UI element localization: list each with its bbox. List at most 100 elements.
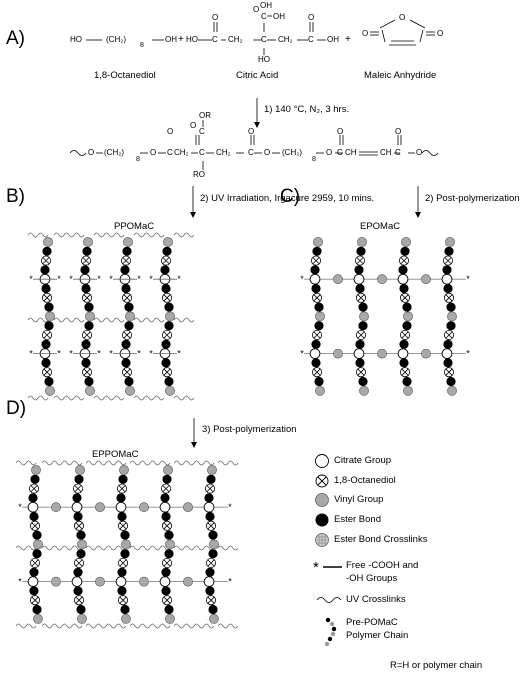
free-group-star: *: [109, 349, 113, 359]
legend-ester-label: Ester Bond: [334, 514, 381, 525]
ester-bond-bead: [120, 265, 130, 275]
section-c-label: C): [280, 186, 301, 207]
vinyl-group-bead: [165, 539, 175, 550]
ester-bond-bead: [358, 376, 368, 387]
section-a-label: A): [6, 28, 25, 49]
chain-or: OR: [199, 111, 211, 120]
free-group-star: *: [18, 577, 22, 587]
ester-bond-bead: [161, 567, 171, 577]
citric-ho: HO: [186, 35, 198, 44]
free-group-star: *: [466, 274, 470, 284]
ester-bond-bead: [117, 511, 127, 522]
legend-citrate-label: Citrate Group: [334, 455, 392, 466]
ester-bond-bead: [120, 549, 130, 559]
octanediol-cross: [123, 368, 131, 376]
legend-ester-crosslinks-label: Ester Bond Crosslinks: [334, 534, 428, 545]
octanediol-cross: [445, 294, 453, 302]
ester-bond-bead: [443, 339, 453, 349]
plus-2: +: [345, 34, 351, 45]
uv-crosslink-wave: [15, 623, 37, 629]
legend-ester-swatch: [315, 513, 329, 527]
reaction-scheme: [69, 15, 439, 448]
ester-bond-bead: [355, 358, 365, 368]
octanediol-cross: [31, 559, 39, 567]
octanediol-cross: [43, 294, 51, 302]
free-group-star: *: [97, 274, 101, 284]
ester-bond-bead: [402, 302, 412, 312]
ester-bond-bead: [32, 549, 42, 559]
octanediol-cross: [83, 368, 91, 376]
uv-crosslink-wave: [133, 395, 165, 401]
vinyl-group-bead: [357, 237, 367, 247]
ester-bond-bead: [446, 302, 456, 312]
free-group-star: *: [137, 349, 141, 359]
uv-crosslink-wave: [173, 545, 215, 551]
octanediol-cross: [163, 294, 171, 302]
free-group-star: *: [466, 349, 470, 359]
ester-bond-bead: [399, 283, 409, 294]
ester-bond-bead: [208, 604, 218, 615]
chain-c-center: C: [199, 148, 205, 157]
ester-bond-bead: [311, 358, 321, 368]
uv-crosslink-wave: [133, 317, 165, 323]
legend-citrate-swatch: [315, 454, 329, 468]
ester-bond-bead: [314, 321, 324, 331]
chain-c-top: C: [199, 127, 205, 136]
legend-uv-swatch: [316, 597, 342, 603]
free-group-star: *: [137, 274, 141, 284]
chain-sub8-1: 8: [136, 156, 140, 163]
ester-bond-bead: [73, 586, 83, 596]
ester-bond-bead: [32, 604, 42, 615]
ester-bond-bead: [208, 549, 218, 559]
ester-bond-bead: [164, 321, 174, 331]
ester-bond-bead: [161, 358, 171, 368]
ester-bond-bead: [44, 376, 54, 387]
octanediol-cross: [207, 522, 215, 530]
citric-c2: C: [308, 35, 314, 44]
vinyl-group-bead: [165, 311, 175, 322]
octanediol-cross: [163, 559, 171, 567]
octanediol-cross: [444, 257, 452, 264]
ester-bond-bead: [356, 246, 366, 256]
octanediol-cross: [31, 522, 39, 530]
free-group-star: *: [300, 274, 304, 284]
citric-o-top: O: [253, 5, 260, 14]
octanediol-cross: [123, 331, 131, 339]
octanediol-cross: [123, 294, 131, 302]
ester-bond-bead: [446, 376, 456, 387]
octanediol-ch2: (CH₂): [106, 35, 126, 44]
chain-ch2-4: (CH₂): [282, 148, 302, 157]
uv-crosslink-wave: [15, 460, 37, 466]
vinyl-group-bead: [77, 539, 87, 550]
ester-bond-bead: [164, 604, 174, 615]
octanediol-cross: [313, 368, 321, 376]
vinyl-group-bead: [313, 237, 323, 247]
ester-bond-bead: [81, 283, 91, 294]
vinyl-group-bead: [125, 311, 135, 322]
ester-bond-bead: [399, 339, 409, 349]
uv-crosslink-wave: [173, 460, 215, 466]
chain-o-top-1: O: [167, 127, 174, 136]
vinyl-group-bead: [315, 385, 325, 396]
uv-crosslink-wave: [85, 460, 127, 466]
vinyl-group-bead: [447, 311, 457, 322]
octanediol-cross: [357, 331, 365, 339]
ester-bond-bead: [444, 246, 454, 256]
octanediol-cross: [75, 559, 83, 567]
vinyl-group-bead: [33, 613, 43, 624]
uv-crosslink-wave: [93, 395, 125, 401]
uv-crosslink-wave: [129, 460, 171, 466]
ester-bond-bead: [121, 283, 131, 294]
free-group-star: *: [29, 349, 33, 359]
ester-bond-bead: [443, 358, 453, 368]
chain-ch2-3: CH₂: [216, 148, 231, 157]
ester-bond-bead: [354, 265, 364, 275]
ester-bond-bead: [358, 321, 368, 331]
legend-chain-swatch: [324, 617, 337, 647]
ester-bond-bead: [84, 376, 94, 387]
vinyl-group-bead: [359, 385, 369, 396]
chain-ch2-1: (CH₂): [104, 148, 124, 157]
ester-bond-bead: [32, 530, 42, 540]
uv-crosslink-wave: [129, 545, 171, 551]
ester-bond-bead: [314, 302, 324, 312]
